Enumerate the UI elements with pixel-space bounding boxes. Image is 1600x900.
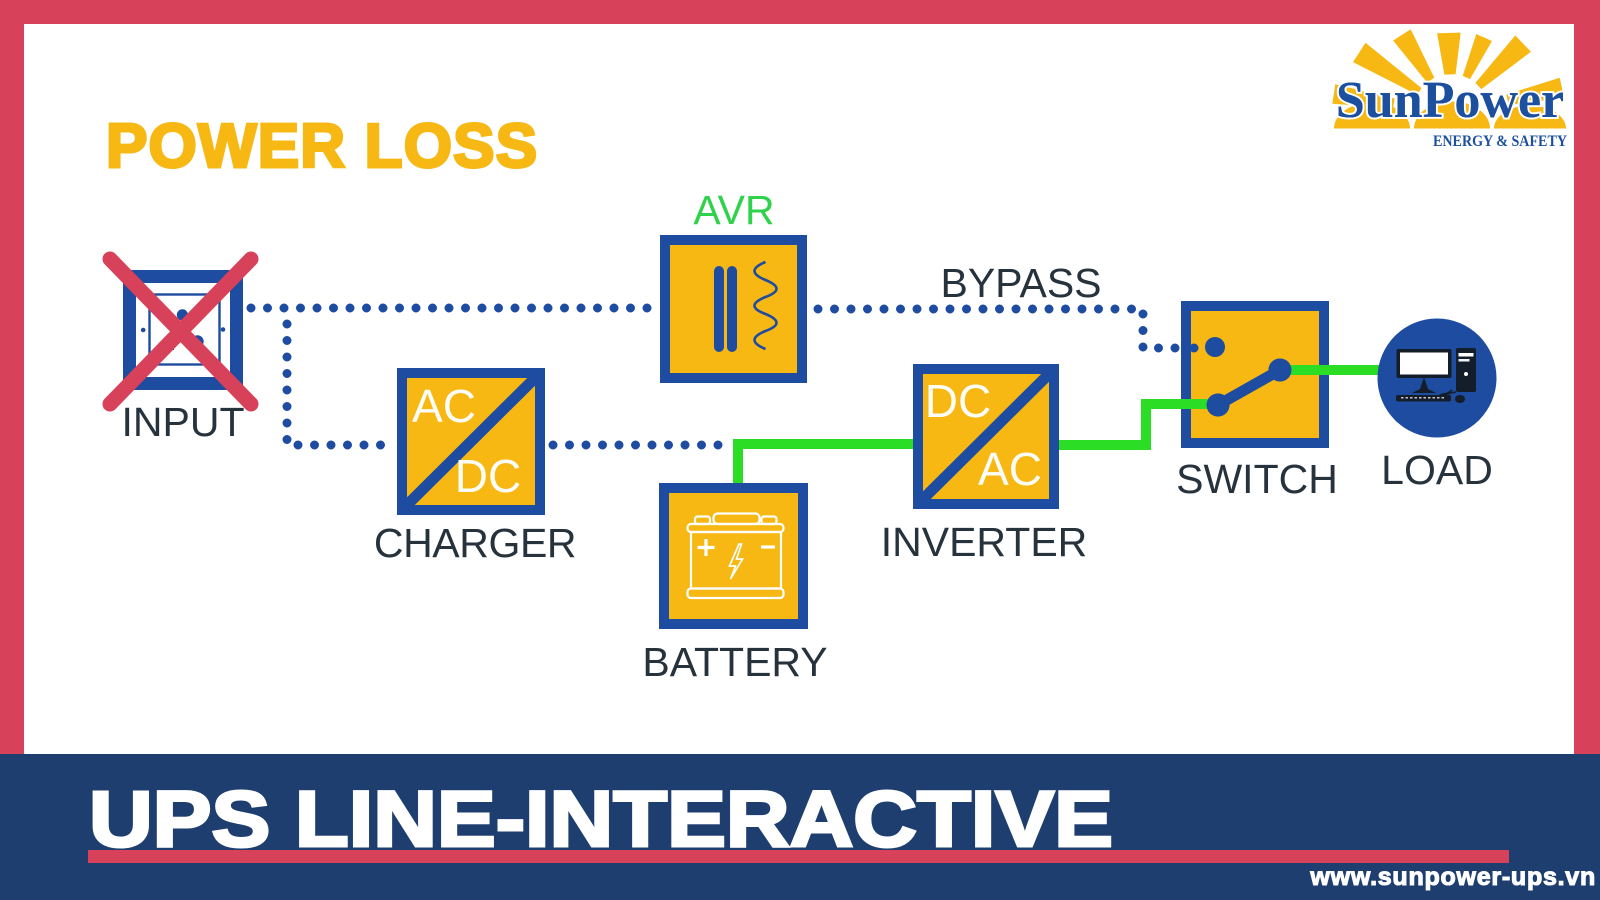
svg-text:BATTERY: BATTERY (642, 639, 827, 685)
svg-text:SunPower: SunPower (1336, 72, 1564, 129)
svg-text:INVERTER: INVERTER (881, 519, 1088, 565)
svg-text:www.sunpower-ups.vn: www.sunpower-ups.vn (1309, 863, 1596, 891)
svg-text:UPS LINE-INTERACTIVE: UPS LINE-INTERACTIVE (89, 774, 1113, 863)
svg-text:SWITCH: SWITCH (1176, 456, 1338, 502)
svg-text:CHARGER: CHARGER (374, 520, 576, 566)
svg-text:DC: DC (925, 375, 991, 427)
svg-text:ENERGY & SAFETY: ENERGY & SAFETY (1433, 133, 1567, 150)
svg-text:BYPASS: BYPASS (940, 260, 1101, 306)
svg-text:AC: AC (412, 380, 476, 432)
svg-text:AVR: AVR (693, 187, 774, 233)
svg-text:SunPower: SunPower (1336, 72, 1564, 129)
svg-text:AC: AC (978, 443, 1042, 495)
svg-text:INPUT: INPUT (122, 399, 245, 445)
svg-text:POWER LOSS: POWER LOSS (106, 112, 538, 181)
svg-text:DC: DC (455, 450, 521, 502)
svg-text:LOAD: LOAD (1381, 447, 1493, 493)
